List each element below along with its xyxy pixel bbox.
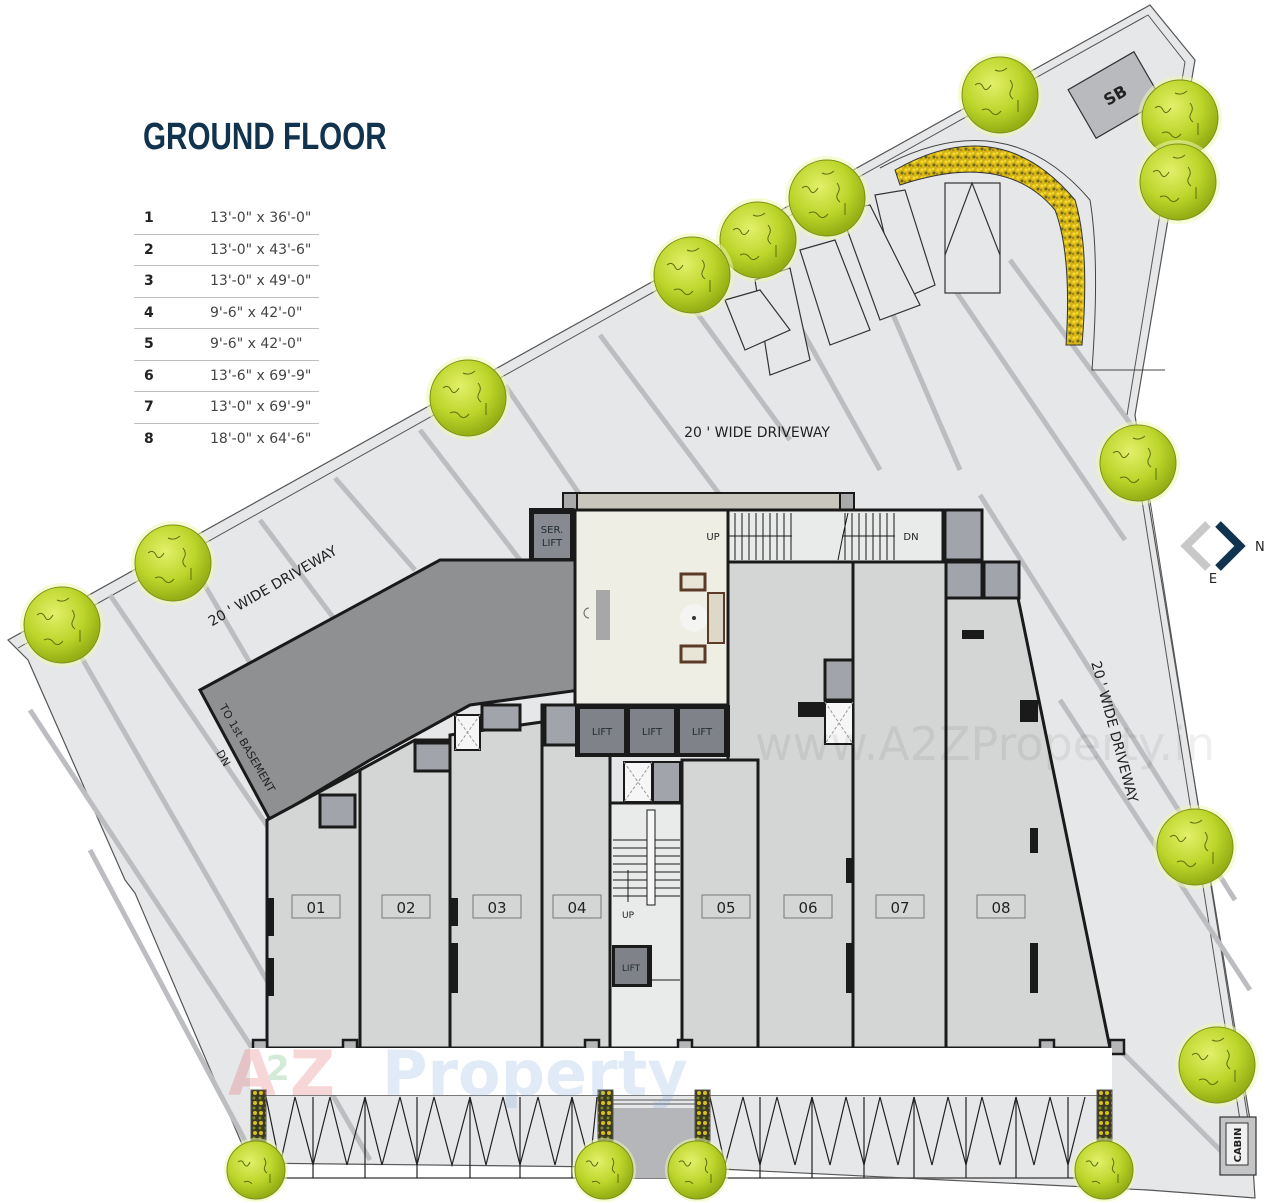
rear-lift (615, 948, 647, 984)
sb-box: SB (1067, 50, 1163, 140)
svg-text:CABIN: CABIN (1233, 1128, 1244, 1163)
svg-text:Property: Property (382, 1037, 688, 1110)
svg-text:02: 02 (396, 899, 415, 917)
shop-03 (448, 720, 544, 1050)
svg-text:07: 07 (890, 899, 909, 917)
lift-1 (580, 709, 624, 753)
svg-text:2: 2 (266, 1049, 290, 1089)
unit-labels: 01 02 03 04 05 06 07 08 (291, 894, 1026, 919)
cabin: CABIN (1219, 1116, 1257, 1176)
svg-text:LIFT: LIFT (642, 727, 663, 738)
svg-text:SER.: SER. (541, 525, 563, 536)
svg-text:06: 06 (798, 899, 817, 917)
lift-bank (580, 709, 724, 753)
compass-icon: N E (1180, 521, 1265, 587)
lift-2 (630, 709, 674, 753)
svg-text:A: A (228, 1037, 276, 1110)
svg-text:LIFT: LIFT (542, 538, 563, 549)
shop-07 (851, 560, 948, 1050)
svg-text:01: 01 (306, 899, 325, 917)
watermark-brand: A 2 Z Property (228, 1037, 688, 1110)
svg-text:DN: DN (903, 532, 918, 543)
svg-text:UP: UP (706, 532, 719, 543)
svg-text:LIFT: LIFT (622, 964, 641, 974)
shop-02 (358, 738, 452, 1050)
stair-core (608, 801, 684, 1050)
svg-text:05: 05 (716, 899, 735, 917)
svg-text:04: 04 (567, 899, 586, 917)
lift-3 (680, 709, 724, 753)
svg-text:E: E (1209, 572, 1217, 587)
driveway-top-label: 20 ' WIDE DRIVEWAY (684, 425, 830, 441)
svg-text:LIFT: LIFT (592, 727, 613, 738)
svg-text:UP: UP (622, 911, 635, 921)
svg-text:LIFT: LIFT (692, 727, 713, 738)
svg-text:03: 03 (487, 899, 506, 917)
flower-planter (894, 145, 1086, 346)
svg-text:N: N (1255, 540, 1265, 555)
watermark-url: www.A2ZProperty.in (755, 717, 1215, 771)
page-title: GROUND FLOOR (143, 116, 387, 158)
service-lift (534, 514, 570, 558)
svg-text:08: 08 (991, 899, 1010, 917)
svg-text:Z: Z (290, 1037, 335, 1110)
